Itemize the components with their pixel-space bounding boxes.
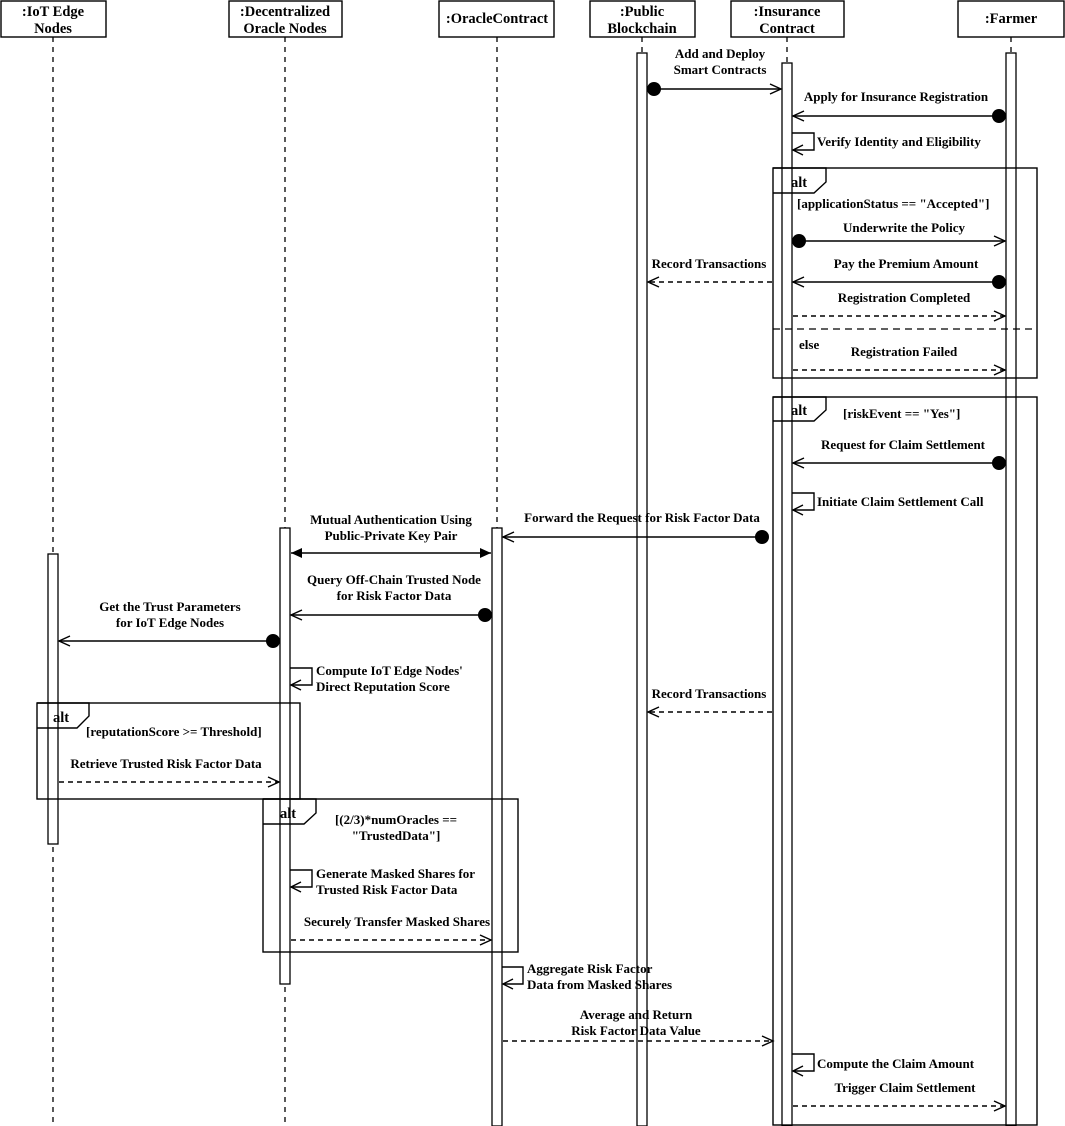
alt-frame-risk-event: alt [riskEvent == "Yes"] — [772, 396, 1038, 1126]
activation-public-blockchain — [636, 52, 648, 1126]
message-label: Pay the Premium Amount — [834, 256, 979, 271]
message-label: Compute IoT Edge Nodes'Direct Reputation… — [316, 663, 463, 694]
message-apply-registration: Apply for Insurance Registration — [791, 89, 1006, 123]
activation-bars — [47, 52, 1017, 1126]
activation-decentralized-oracle-nodes — [279, 527, 291, 985]
message-label: Request for Claim Settlement — [821, 437, 986, 452]
message-retrieve-risk-data: Retrieve Trusted Risk Factor Data — [59, 756, 281, 788]
alt-guard: [applicationStatus == "Accepted"] — [797, 196, 989, 211]
message-label: Registration Completed — [838, 290, 971, 305]
message-label: Registration Failed — [851, 344, 958, 359]
alt-label: alt — [791, 403, 807, 419]
alt-frame-reputation-score: alt [reputationScore >= Threshold] — [36, 702, 301, 800]
alt-frame-application-status: alt [applicationStatus == "Accepted"] el… — [772, 167, 1038, 379]
message-pay-premium: Pay the Premium Amount — [791, 256, 1006, 289]
message-registration-failed: Registration Failed — [793, 344, 1007, 376]
alt-guard: [riskEvent == "Yes"] — [843, 406, 960, 421]
message-label: Record Transactions — [652, 256, 767, 271]
message-transfer-masked-shares: Securely Transfer Masked Shares — [291, 914, 493, 946]
alt-label: alt — [53, 710, 69, 726]
message-underwrite-policy: Underwrite the Policy — [792, 220, 1007, 248]
activation-farmer — [1005, 52, 1017, 1126]
message-forward-risk-request: Forward the Request for Risk Factor Data — [501, 510, 769, 544]
message-registration-completed: Registration Completed — [793, 290, 1007, 322]
participant-label: :OracleContract — [446, 11, 548, 27]
message-label: Underwrite the Policy — [843, 220, 966, 235]
message-initiate-claim-call: Initiate Claim Settlement Call — [791, 492, 984, 516]
message-compute-claim-amount: Compute the Claim Amount — [791, 1053, 975, 1077]
message-label: Retrieve Trusted Risk Factor Data — [70, 756, 262, 771]
message-label: Forward the Request for Risk Factor Data — [524, 510, 760, 525]
message-label: Initiate Claim Settlement Call — [817, 494, 984, 509]
alt-else-label: else — [799, 337, 819, 352]
activation-iot-edge-nodes — [47, 553, 59, 845]
alt-label: alt — [791, 175, 807, 191]
participant-farmer: :Farmer — [957, 0, 1065, 38]
activation-insurance-contract — [781, 62, 793, 1126]
message-label: Verify Identity and Eligibility — [817, 134, 981, 149]
message-record-transactions-2: Record Transactions — [646, 686, 772, 718]
message-record-transactions-1: Record Transactions — [646, 256, 772, 288]
alt-guard: [reputationScore >= Threshold] — [86, 724, 262, 739]
alt-frame-trusted-data: alt [(2/3)*numOracles =="TrustedData"] — [262, 798, 519, 953]
message-verify-identity: Verify Identity and Eligibility — [791, 132, 981, 156]
participant-label: :Farmer — [985, 11, 1038, 27]
alt-guard: [(2/3)*numOracles =="TrustedData"] — [335, 812, 457, 843]
message-compute-reputation: Compute IoT Edge Nodes'Direct Reputation… — [289, 663, 463, 694]
activation-oracle-contract — [491, 527, 503, 1126]
message-label: Record Transactions — [652, 686, 767, 701]
message-label: Apply for Insurance Registration — [804, 89, 989, 104]
message-label: Securely Transfer Masked Shares — [304, 914, 490, 929]
message-request-claim: Request for Claim Settlement — [791, 437, 1006, 470]
participant-oracle-contract: :OracleContract — [438, 0, 555, 38]
alt-label: alt — [280, 806, 296, 822]
message-trigger-claim-settlement: Trigger Claim Settlement — [793, 1080, 1007, 1112]
message-label: Trigger Claim Settlement — [834, 1080, 976, 1095]
message-label: Compute the Claim Amount — [817, 1056, 975, 1071]
